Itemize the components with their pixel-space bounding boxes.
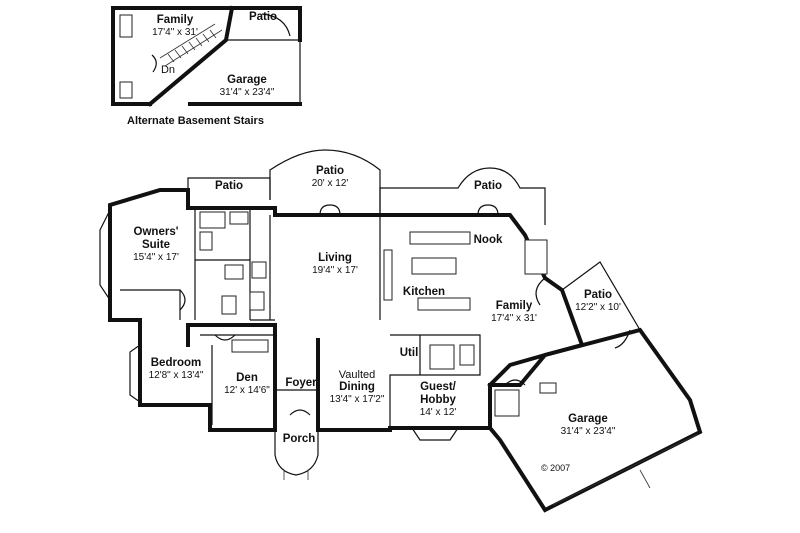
patio-side-label: Patio 12'2" x 10' [566,289,630,313]
living-dim: 19'4" x 17' [312,264,358,276]
guest-name-1: Guest/ [420,381,456,393]
inset-plan [111,5,302,107]
kitchen-name: Kitchen [402,286,446,298]
inset-garage-dim: 31'4" x 23'4" [219,86,275,98]
porch-name: Porch [282,433,316,445]
kitchen-label: Kitchen [394,286,454,299]
den-dim: 12' x 14'6" [224,384,270,396]
inset-family-label: Family 17'4" x 31' [138,14,212,38]
patio-center-name: Patio [315,165,345,177]
util-name: Util [399,347,419,359]
den-label: Den 12' x 14'6" [216,372,278,396]
patio-right-label: Patio [465,180,511,193]
guest-name-2: Hobby [420,393,456,406]
dining-label: Vaulted Dining 13'4" x 17'2" [322,369,392,405]
family-dim: 17'4" x 31' [491,312,537,324]
interior-walls [120,208,481,428]
patio-left-label: Patio [206,180,252,193]
inset-stairs-dn: Dn [160,64,176,76]
patio-right-name: Patio [473,180,503,192]
garage-walls [487,327,703,513]
bedroom-dim: 12'8" x 13'4" [148,369,204,381]
owners-suite-name-1: Owners' [133,226,179,238]
garage-name: Garage [568,413,608,425]
copyright-text: © 2007 [541,463,571,473]
inset-patio-name: Patio [248,11,278,23]
den-name: Den [236,372,258,384]
owners-suite-dim: 15'4" x 17' [133,251,179,263]
owners-bay [99,209,111,301]
owners-suite-name-2: Suite [141,238,171,251]
nook-label: Nook [468,234,508,247]
foyer-name: Foyer [285,377,317,389]
inset-patio-label: Patio [240,11,286,24]
dining-name-2: Dining [339,381,375,394]
exterior-walls [108,188,585,432]
dining-dim: 13'4" x 17'2" [329,394,385,406]
guest-hobby-label: Guest/ Hobby 14' x 12' [410,381,466,418]
owners-suite-label: Owners' Suite 15'4" x 17' [124,226,188,263]
porch-label: Porch [278,433,320,446]
guest-dim: 14' x 12' [419,406,457,418]
patio-center-label: Patio 20' x 12' [298,165,362,189]
garage-dim: 31'4" x 23'4" [560,425,616,437]
nook-name: Nook [473,234,503,246]
bedroom-bay [129,344,141,403]
dining-name-1: Vaulted [338,369,376,381]
patio-left-name: Patio [214,180,244,192]
foyer-label: Foyer [280,377,322,390]
inset-caption: Alternate Basement Stairs [127,115,264,127]
bedroom-label: Bedroom 12'8" x 13'4" [140,357,212,381]
patio-side-name: Patio [583,289,613,301]
guest-bay-window [411,427,459,441]
patio-side-dim: 12'2" x 10' [575,301,621,313]
doors [179,204,546,416]
inset-family-name: Family [156,14,194,26]
inset-garage-label: Garage 31'4" x 23'4" [205,74,289,98]
porch-outline [274,430,319,476]
living-label: Living 19'4" x 17' [300,252,370,276]
garage-label: Garage 31'4" x 23'4" [546,413,630,437]
bedroom-name: Bedroom [150,357,202,369]
inset-stairs-label: Dn [157,64,179,76]
util-label: Util [396,347,422,360]
living-name: Living [318,252,352,264]
fixtures [199,211,557,417]
inset-garage-name: Garage [227,74,267,86]
family-name: Family [495,300,533,312]
patio-center-dim: 20' x 12' [311,177,349,189]
inset-family-dim: 17'4" x 31' [152,26,198,38]
family-label: Family 17'4" x 31' [478,300,550,324]
